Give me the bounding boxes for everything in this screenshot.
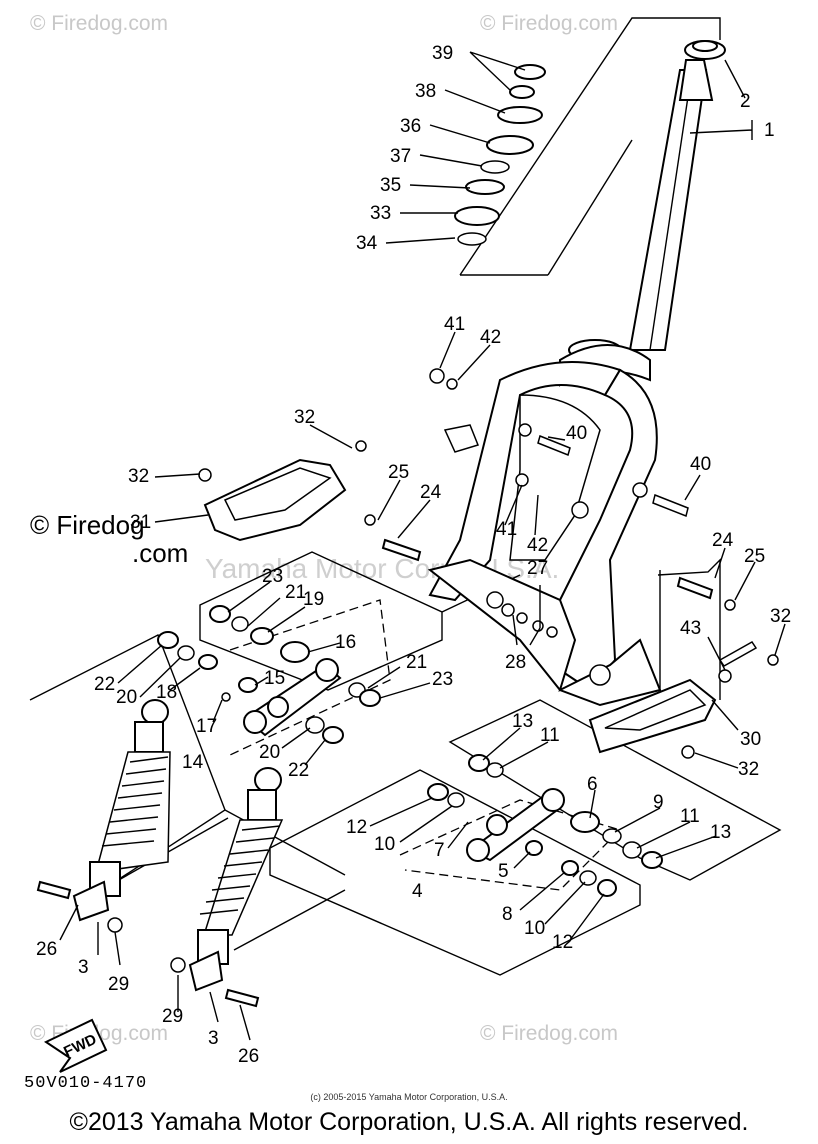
callout-3-a: 3 [78,957,89,978]
bearing-stack [454,64,546,246]
callout-38: 38 [415,81,436,102]
callout-9: 9 [653,792,664,813]
callout-7: 7 [434,840,445,861]
callout-10-b: 10 [524,918,545,939]
callout-32-d: 32 [738,759,759,780]
callout-42-a: 42 [480,327,501,348]
callout-17: 17 [196,716,217,737]
callout-40-a: 40 [566,423,587,444]
callout-21-a: 21 [285,582,306,603]
callout-12-b: 12 [552,932,573,953]
callout-36: 36 [400,116,421,137]
callout-8: 8 [502,904,513,925]
callout-21-b: 21 [406,652,427,673]
callout-32-b: 32 [128,466,149,487]
callout-24-b: 24 [712,530,734,551]
callout-23-b: 23 [432,669,453,690]
callout-11-a: 11 [540,725,560,746]
small-copyright: (c) 2005-2015 Yamaha Motor Corporation, … [310,1092,508,1102]
callout-2: 2 [740,91,751,112]
callout-11-b: 11 [680,806,700,827]
leader-lines [59,51,786,1041]
callout-39: 39 [432,43,453,64]
callout-13-b: 13 [710,822,731,843]
callout-16: 16 [335,632,356,653]
callout-4: 4 [412,881,423,902]
callout-30: 30 [740,729,761,750]
watermark-top-right: © Firedog.com [480,12,618,35]
links [157,368,779,897]
footer-copyright: ©2013 Yamaha Motor Corporation, U.S.A. A… [69,1108,749,1136]
callout-40-b: 40 [690,454,711,475]
callout-3-b: 3 [208,1028,219,1049]
callout-22-a: 22 [94,674,115,695]
callout-18: 18 [156,682,177,703]
callout-12-a: 12 [346,817,367,838]
callout-14: 14 [182,752,204,773]
callout-42-b: 42 [527,535,548,556]
callout-19: 19 [303,589,324,610]
covers [203,458,717,754]
watermark-side-line1: © Firedog [30,510,145,540]
callout-35: 35 [380,175,401,196]
callout-22-b: 22 [288,760,309,781]
callout-33: 33 [370,203,391,224]
callout-23-a: 23 [262,566,283,587]
fork-frame [427,361,662,707]
callout-5: 5 [498,861,509,882]
shock-right [170,767,284,1008]
callout-15: 15 [264,668,285,689]
callout-1: 1 [764,120,775,141]
callout-27: 27 [527,558,548,579]
callout-29-b: 29 [162,1006,183,1027]
callout-26-b: 26 [238,1046,259,1067]
callout-34: 34 [356,233,378,254]
steering-stem [559,40,726,387]
callout-31: 31 [130,512,151,533]
fwd-arrow: FWD [43,1018,108,1073]
watermark-top-left: © Firedog.com [30,12,168,35]
callout-37: 37 [390,146,411,167]
callout-20-a: 20 [116,687,137,708]
callout-41-a: 41 [444,314,465,335]
callout-numbers: 39 38 36 37 35 33 34 2 1 41 42 40 32 32 … [36,43,791,1067]
callout-43: 43 [680,618,701,639]
callout-32-c: 32 [770,606,791,627]
callout-25-b: 25 [744,546,765,567]
callout-10-a: 10 [374,834,395,855]
diagram-code: 50V010-4170 [24,1074,148,1093]
callout-29-a: 29 [108,974,129,995]
callout-41-b: 41 [496,519,517,540]
watermark-side-line2: .com [132,538,188,568]
callout-25-a: 25 [388,462,409,483]
callout-32-a: 32 [294,407,315,428]
shock-left [36,699,171,933]
callout-20-b: 20 [259,742,280,763]
callout-6: 6 [587,774,598,795]
callout-24-a: 24 [420,482,442,503]
callout-28: 28 [505,652,526,673]
callout-26-a: 26 [36,939,57,960]
watermark-bottom-right: © Firedog.com [480,1022,618,1045]
callout-13-a: 13 [512,711,533,732]
